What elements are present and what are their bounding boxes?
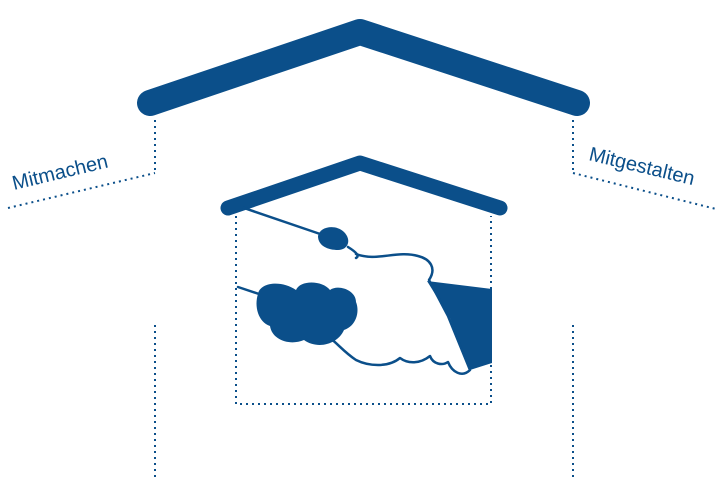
label-right: Mitgestalten <box>587 143 697 190</box>
thumb-blob <box>318 227 348 250</box>
left-fist <box>257 283 358 345</box>
outer-roof <box>150 32 577 103</box>
inner-roof <box>228 163 500 208</box>
inner-house-icon <box>228 163 500 404</box>
label-left: Mitmachen <box>10 151 110 195</box>
label-right-group: Mitgestalten <box>573 143 716 209</box>
label-left-group: Mitmachen <box>8 151 155 208</box>
handshake-icon <box>238 208 492 374</box>
right-hand-knuckle <box>348 247 358 258</box>
upper-arm-line <box>244 208 326 236</box>
